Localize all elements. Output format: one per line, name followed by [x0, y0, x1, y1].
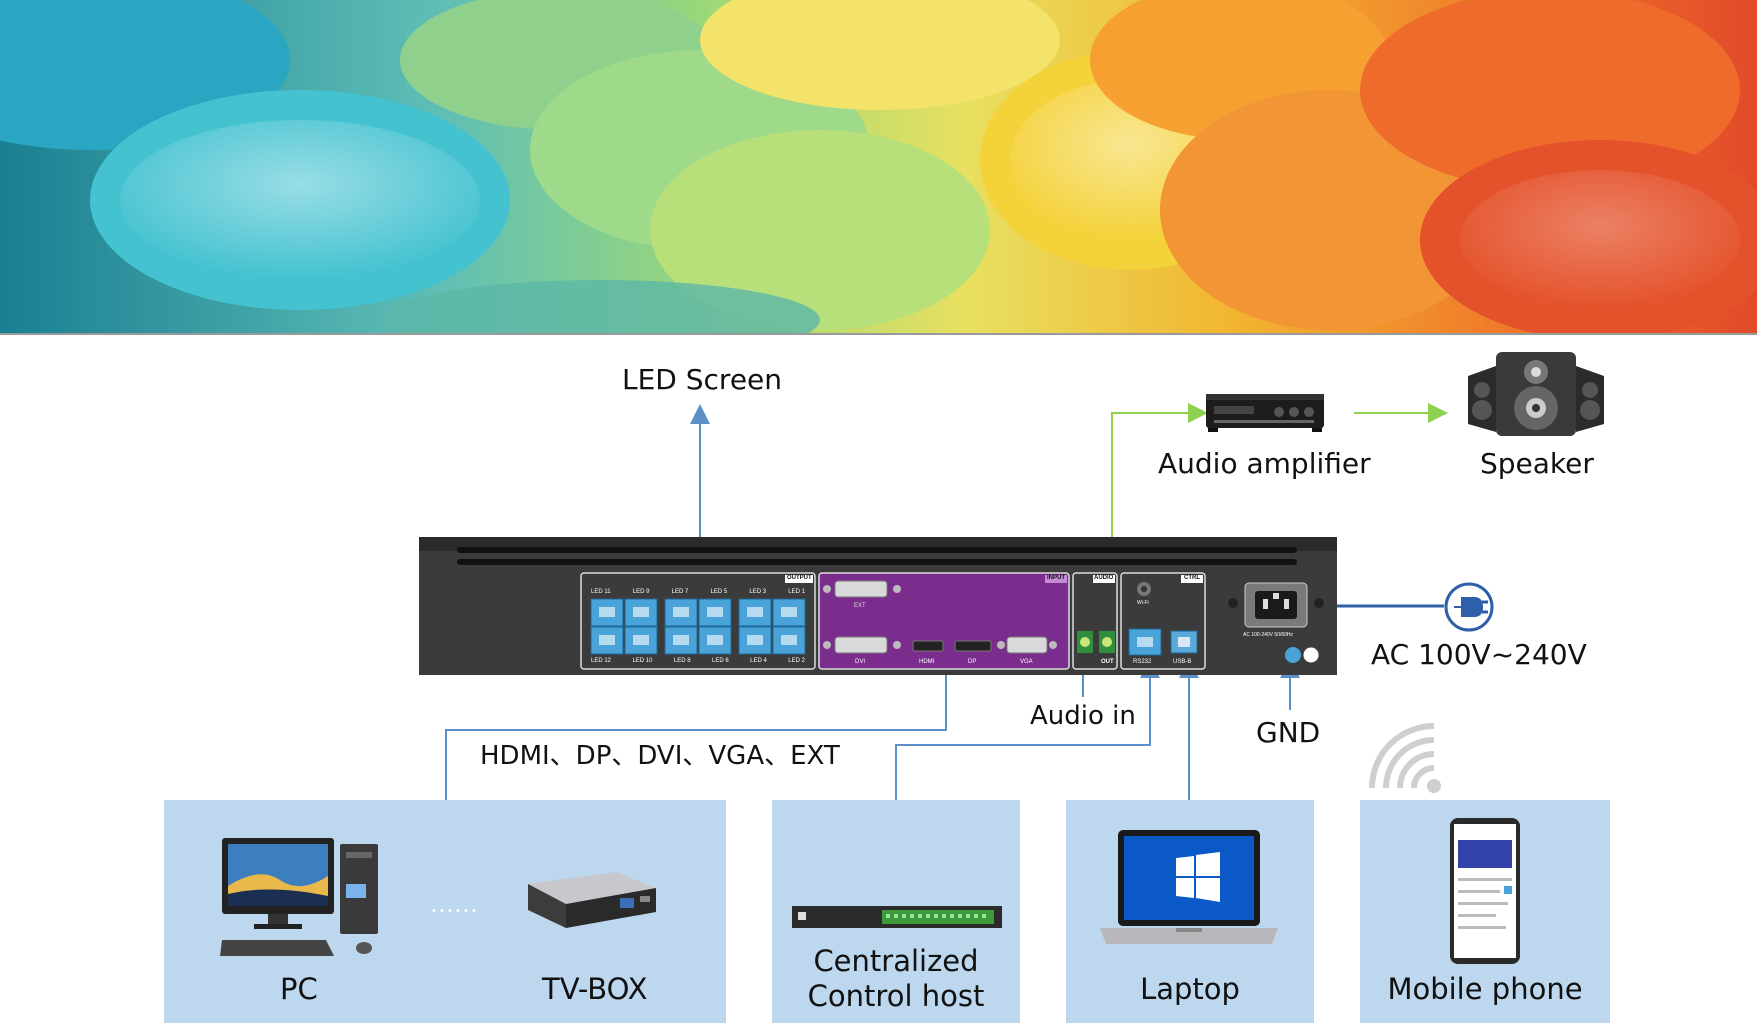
video-processor-rear-panel: OUTPUT INPUT AUDIO CTRL LED 11 LED 9 LED… [417, 537, 1339, 675]
tvbox-label: TV-BOX [542, 972, 648, 1006]
rs232-port-label: RS232 [1133, 659, 1152, 665]
ac-plug-icon [1444, 582, 1494, 632]
led-label: LED 3 [749, 589, 767, 595]
led-screen-label: LED Screen [622, 363, 783, 396]
centralized-label-line1: Centralized [813, 944, 979, 978]
audio-amplifier-icon [1206, 394, 1324, 432]
led-label: LED 7 [671, 589, 689, 595]
vga-port-label: VGA [1020, 659, 1033, 665]
centralized-control-box: Centralized Control host [772, 800, 1020, 1023]
mobile-phone-box: Mobile phone [1360, 800, 1610, 1023]
led-label: LED 5 [710, 589, 728, 595]
laptop-icon [1100, 830, 1278, 944]
speaker-label: Speaker [1480, 447, 1594, 480]
mobile-phone-label: Mobile phone [1387, 972, 1583, 1006]
hdmi-port-label: HDMI [919, 659, 935, 665]
banner-image [0, 0, 1757, 335]
wifi-port-label: Wi-Fi [1137, 600, 1149, 606]
led-top-labels: LED 11 LED 9 LED 7 LED 5 LED 3 LED 1 [591, 589, 805, 595]
wifi-icon [1369, 723, 1441, 793]
dvi-port-label: DVI [855, 659, 866, 665]
audio-amplifier-label: Audio amplifier [1158, 447, 1371, 480]
centralized-label-line2: Control host [807, 978, 985, 1013]
mobile-phone-icon [1450, 818, 1520, 964]
wire-rs232 [895, 658, 1160, 800]
ac-power-label: AC 100V~240V [1371, 638, 1587, 671]
centralized-control-label: Centralized Control host [772, 944, 1020, 1014]
ellipsis-label: …… [430, 890, 478, 918]
input-tag: INPUT [1047, 575, 1065, 581]
led-label: LED 1 [788, 589, 805, 595]
speaker-icon [1468, 352, 1604, 436]
pc-label: PC [280, 972, 318, 1006]
pc-icon [220, 838, 378, 956]
wire-video-inputs [445, 653, 956, 800]
ext-port-label: EXT [854, 603, 866, 609]
control-host-icon [792, 906, 1002, 928]
led-label: LED 4 [750, 658, 767, 664]
audio-out-label: OUT [1101, 659, 1114, 665]
ac-rating-label: AC 100-240V 50/60Hz [1243, 632, 1294, 638]
led-label: LED 6 [712, 658, 729, 664]
video-inputs-label: HDMI、DP、DVI、VGA、EXT [480, 741, 840, 771]
laptop-label: Laptop [1140, 972, 1240, 1006]
tvbox-icon [528, 872, 656, 928]
led-label: LED 11 [591, 589, 611, 595]
audio-in-label: Audio in [1030, 701, 1136, 731]
led-label: LED 9 [632, 589, 650, 595]
led-bottom-labels: LED 12 LED 10 LED 8 LED 6 LED 4 LED 2 [591, 658, 805, 664]
source-devices-box: PC …… TV-BOX [164, 800, 726, 1023]
output-tag: OUTPUT [787, 575, 812, 581]
led-label: LED 2 [788, 658, 805, 664]
laptop-box: Laptop [1066, 800, 1314, 1023]
audio-tag: AUDIO [1094, 575, 1114, 581]
led-label: LED 12 [591, 658, 612, 664]
led-label: LED 8 [673, 658, 691, 664]
led-label: LED 10 [632, 658, 653, 664]
dp-port-label: DP [968, 659, 977, 665]
usb-port-label: USB-B [1173, 659, 1192, 665]
ctrl-tag: CTRL [1184, 575, 1200, 581]
gnd-label: GND [1256, 716, 1321, 749]
